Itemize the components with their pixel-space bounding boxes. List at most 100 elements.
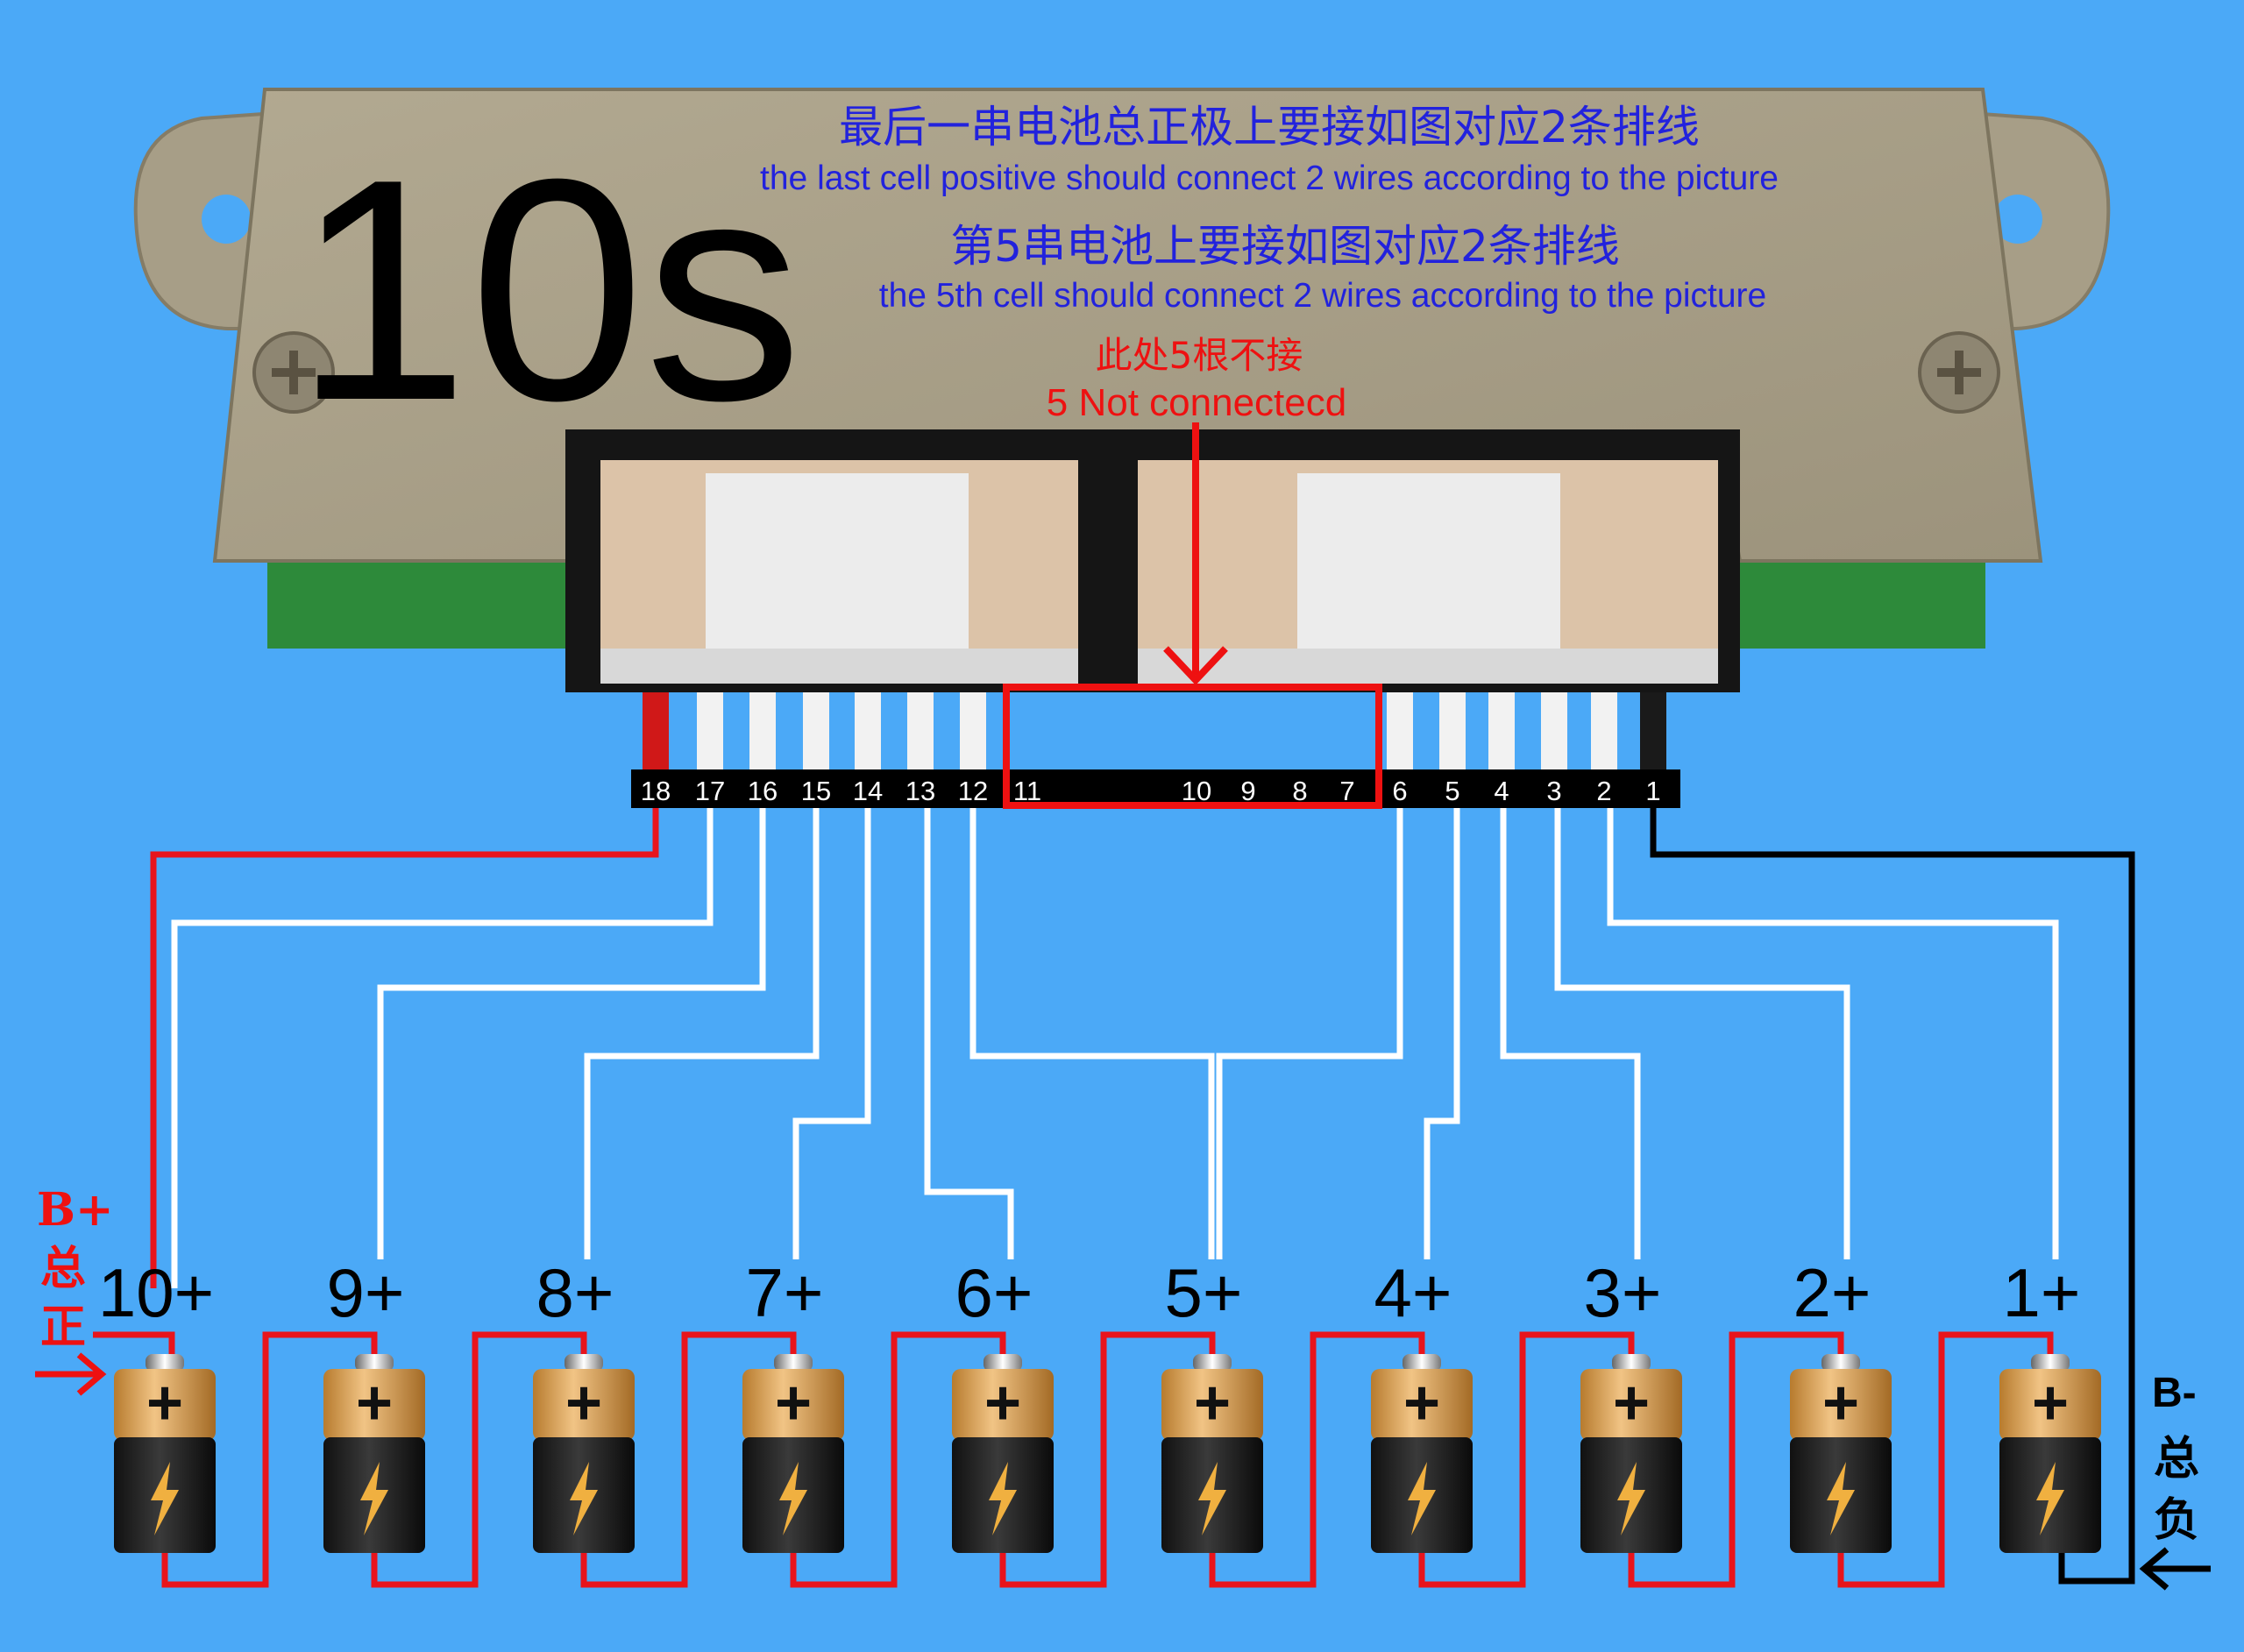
sense-wire	[1216, 808, 1403, 1259]
battery-top	[742, 1369, 844, 1441]
series-link-wire	[580, 1331, 797, 1588]
note-last-cell-cn: 最后一串电池总正极上要接如图对应2条排线	[839, 102, 1700, 152]
battery-cell: +6+	[952, 1254, 1054, 1553]
battery-terminal	[984, 1354, 1022, 1372]
cell-label: 10+	[98, 1254, 214, 1331]
arrow-right-icon	[35, 1352, 107, 1396]
pin-wire-stub	[1488, 692, 1515, 771]
sense-wire	[1554, 808, 1850, 1259]
sense-wire	[1607, 808, 2059, 1259]
battery-cell: +9+	[323, 1254, 425, 1553]
b-plus-wire	[93, 1331, 175, 1357]
pin-wire-stub	[803, 692, 829, 771]
bms-series-title: 10s	[294, 114, 802, 466]
battery-cell: +8+	[533, 1254, 635, 1553]
battery-cell: +7+	[742, 1254, 844, 1553]
not-connected-box	[1003, 684, 1382, 809]
sense-wire	[171, 808, 714, 1288]
series-link-wire	[790, 1331, 1006, 1588]
cell-label: 8+	[536, 1254, 614, 1331]
series-link-wire	[371, 1331, 587, 1588]
battery-terminal	[1612, 1354, 1651, 1372]
battery-plus-icon: +	[146, 1368, 183, 1438]
lightning-icon	[570, 1462, 598, 1535]
warning-cn: 此处5根不接	[1096, 334, 1303, 377]
pin-label: 2	[1596, 776, 1611, 806]
pcb-right	[1709, 561, 1985, 649]
arrow-left-icon	[2139, 1547, 2211, 1591]
pin-label: 16	[748, 776, 778, 806]
pin-wire-stub	[749, 692, 776, 771]
battery-top	[952, 1369, 1054, 1441]
note-last-cell-en: the last cell positive should connect 2 …	[760, 160, 1779, 197]
sense-wire	[150, 808, 659, 1288]
mounting-ear-right	[1979, 111, 2111, 330]
b-plus-cn2: 正	[40, 1301, 86, 1354]
pin-label: 18	[641, 776, 671, 806]
pin-label: 13	[905, 776, 935, 806]
battery-plus-icon: +	[1403, 1368, 1440, 1438]
battery-top	[1790, 1369, 1892, 1441]
lightning-icon	[1408, 1462, 1436, 1535]
cell-label: 7+	[746, 1254, 824, 1331]
cell-label: 2+	[1793, 1254, 1871, 1331]
note-5th-cell-cn: 第5串电池上要接如图对应2条排线	[950, 221, 1620, 272]
battery-terminal	[1821, 1354, 1860, 1372]
battery-terminal	[355, 1354, 394, 1372]
b-plus-cn1: 总	[40, 1242, 86, 1295]
battery-top	[1580, 1369, 1682, 1441]
battery-top	[1371, 1369, 1473, 1441]
pin-label: 11	[1013, 776, 1041, 806]
battery-plus-icon: +	[1613, 1368, 1650, 1438]
pin-label-background	[631, 769, 1680, 808]
battery-top	[1999, 1369, 2101, 1441]
battery-terminal	[1402, 1354, 1441, 1372]
battery-plus-icon: +	[984, 1368, 1021, 1438]
battery-plus-icon: +	[1822, 1368, 1859, 1438]
lightning-icon	[1827, 1462, 1855, 1535]
pin-wire-stub	[855, 692, 881, 771]
cell-label: 4+	[1374, 1254, 1452, 1331]
battery-plus-icon: +	[775, 1368, 812, 1438]
warning-en: 5 Not connectecd	[1047, 381, 1346, 424]
pin-label: 4	[1494, 776, 1509, 806]
battery-terminal	[774, 1354, 813, 1372]
pin-label: 5	[1445, 776, 1459, 806]
pin-wire-stub	[1640, 692, 1666, 771]
series-link-wire	[1418, 1331, 1635, 1588]
battery-top	[114, 1369, 216, 1441]
lightning-icon	[1198, 1462, 1226, 1535]
pin-wire-stub	[907, 692, 934, 771]
pin-label: 1	[1645, 776, 1660, 806]
battery-top	[533, 1369, 635, 1441]
pin-label: 10	[1182, 776, 1211, 806]
wires	[150, 808, 2135, 1585]
battery-terminal	[2031, 1354, 2070, 1372]
pin-label: 17	[695, 776, 725, 806]
battery-cell: +1+	[1999, 1254, 2101, 1553]
cell-label: 6+	[955, 1254, 1033, 1331]
cell-label: 5+	[1165, 1254, 1243, 1331]
sense-wire	[584, 808, 820, 1259]
battery-cell: +5+	[1161, 1254, 1263, 1553]
battery-top	[323, 1369, 425, 1441]
b-minus-label: B-	[2152, 1370, 2197, 1416]
sense-wire	[1500, 808, 1641, 1259]
b-plus-label: B+	[37, 1183, 114, 1237]
series-link-wire	[161, 1331, 378, 1588]
battery-cell: +3+	[1580, 1254, 1682, 1553]
b-minus-wire	[1650, 808, 2135, 1585]
lightning-icon	[2036, 1462, 2064, 1535]
pin-wire-stub	[1541, 692, 1567, 771]
lightning-icon	[360, 1462, 388, 1535]
battery-plus-icon: +	[356, 1368, 393, 1438]
cell-label: 9+	[327, 1254, 405, 1331]
pin-label: 12	[958, 776, 988, 806]
pin-label: 8	[1292, 776, 1307, 806]
sense-wire	[1424, 808, 1460, 1259]
battery-plus-icon: +	[1194, 1368, 1231, 1438]
lightning-icon	[151, 1462, 179, 1535]
sense-wire	[924, 808, 1014, 1259]
bms-board: 10s	[133, 88, 2111, 692]
